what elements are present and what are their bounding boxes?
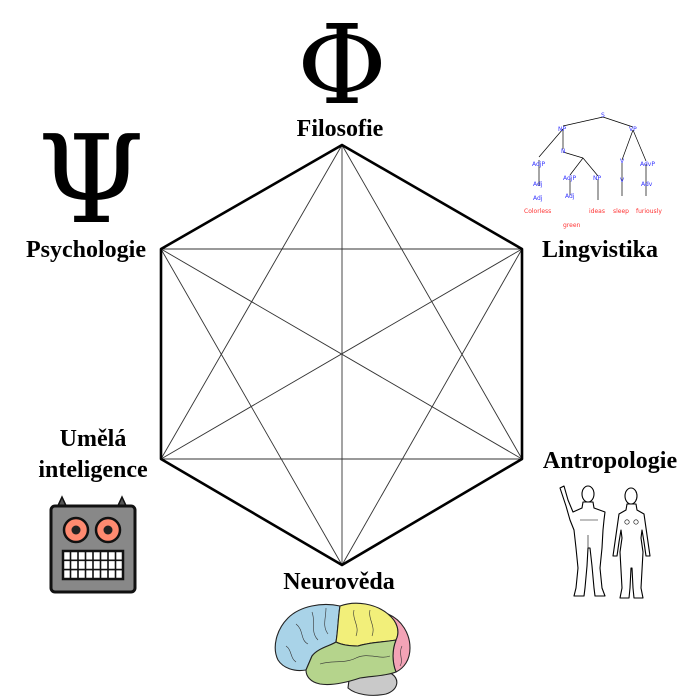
tree-leaf: furiously [636,208,662,215]
label-lingvistika: Lingvistika [542,237,658,263]
tree-node: NP [593,175,601,182]
diagonal-lingvistika-neuroveda [341,248,523,566]
brain-folds [285,607,403,667]
diagonal-filosofie-antropologie [341,144,523,460]
tree-node: Adj [533,181,543,188]
diagonal-lingvistika-ai [160,248,523,460]
tree-leaf: sleep [613,208,629,215]
hexagon-outline [159,143,524,567]
brain-icon [274,602,411,696]
tree-node: AdvP [640,161,655,168]
tree-leaf: Colorless [524,208,551,215]
syntax-tree-labels: S NP VP N V AdjP AdjP NP V AdvP Adj Adj … [524,112,662,229]
tree-node: AdjP [532,161,545,168]
psi-icon: Ψ [38,109,145,251]
tree-leaf: ideas [589,208,605,215]
label-antropologie: Antropologie [543,448,678,474]
hexagon-diagonals [160,144,523,566]
label-neuroveda: Neurověda [283,569,395,595]
tree-node: V [620,177,625,184]
brain-parietal-lobe [335,602,399,647]
tree-node: AdjP [563,175,576,182]
phi-icon: Φ [297,1,387,129]
tree-node: N [561,148,566,155]
tree-node: Adj [533,195,543,202]
tree-node: V [620,158,625,165]
tree-root: S [601,112,605,119]
human-figures-icon [559,485,651,599]
label-umela-line1: Umělá [60,426,127,452]
tree-node: Adv [641,181,653,188]
female-figure [612,487,651,599]
tree-node: NP [558,126,566,133]
syntax-tree-icon [538,116,647,200]
tree-leaf: green [563,222,581,229]
brain-temporal-lobe [305,639,397,686]
diagonal-psychologie-neuroveda [160,248,343,566]
label-filosofie: Filosofie [297,116,384,142]
tree-node: Adj [565,193,575,200]
robot-icon [49,495,137,594]
label-psychologie: Psychologie [26,237,146,263]
label-umela-line2: inteligence [38,457,148,483]
tree-node: VP [629,126,637,133]
male-figure [559,485,606,597]
